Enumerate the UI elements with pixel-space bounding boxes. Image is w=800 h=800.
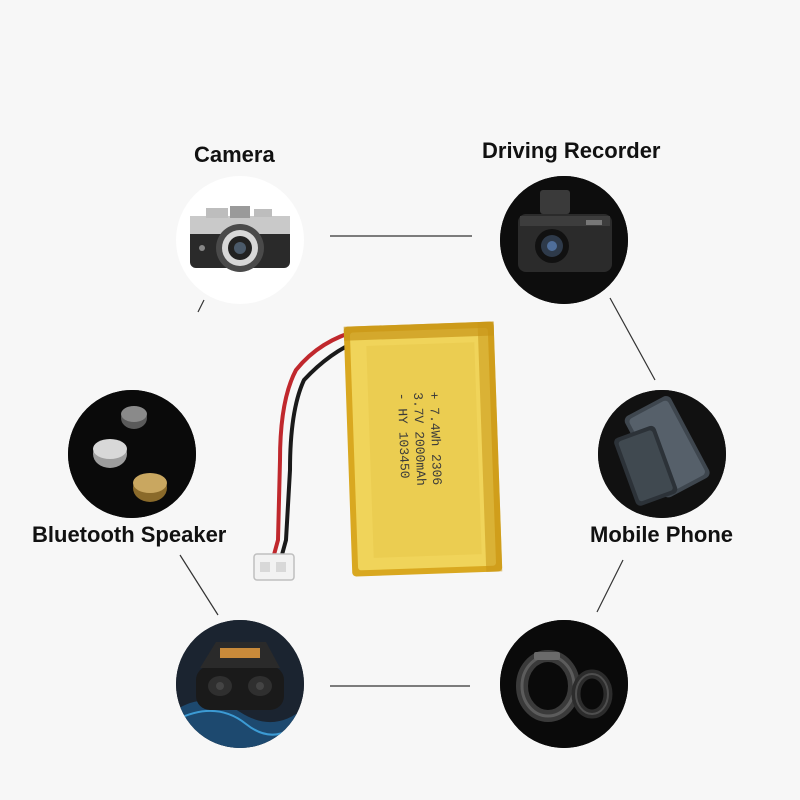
- camera-label: Camera: [194, 142, 275, 167]
- bluetooth-speaker-label: Bluetooth Speaker: [32, 522, 227, 547]
- connector-driving-mobile: [609, 297, 656, 381]
- button-cells-photo-icon: [68, 390, 196, 518]
- dashcam-photo-icon: [500, 176, 628, 304]
- battery-label-line3: + 7.4Wh 2306: [426, 391, 444, 485]
- earbuds-case-photo-icon: [176, 620, 304, 748]
- mobile-phone-label: Mobile Phone: [590, 522, 733, 547]
- connector-camera-tick: [197, 299, 205, 313]
- battery-label-line1: - HY 103450: [394, 393, 412, 479]
- lipo-battery-image: - HY 103450 3.7V 2000mAh + 7.4Wh 2306: [250, 300, 520, 600]
- smart-ring-photo-icon: [500, 620, 628, 748]
- battery-label-line2: 3.7V 2000mAh: [410, 392, 428, 486]
- connector-bt-earbuds: [179, 554, 219, 616]
- phone-panels-photo-icon: [598, 390, 726, 518]
- camera-photo-icon: [176, 176, 304, 304]
- driving-recorder-label: Driving Recorder: [482, 138, 661, 163]
- connector-mobile-ring: [596, 559, 624, 613]
